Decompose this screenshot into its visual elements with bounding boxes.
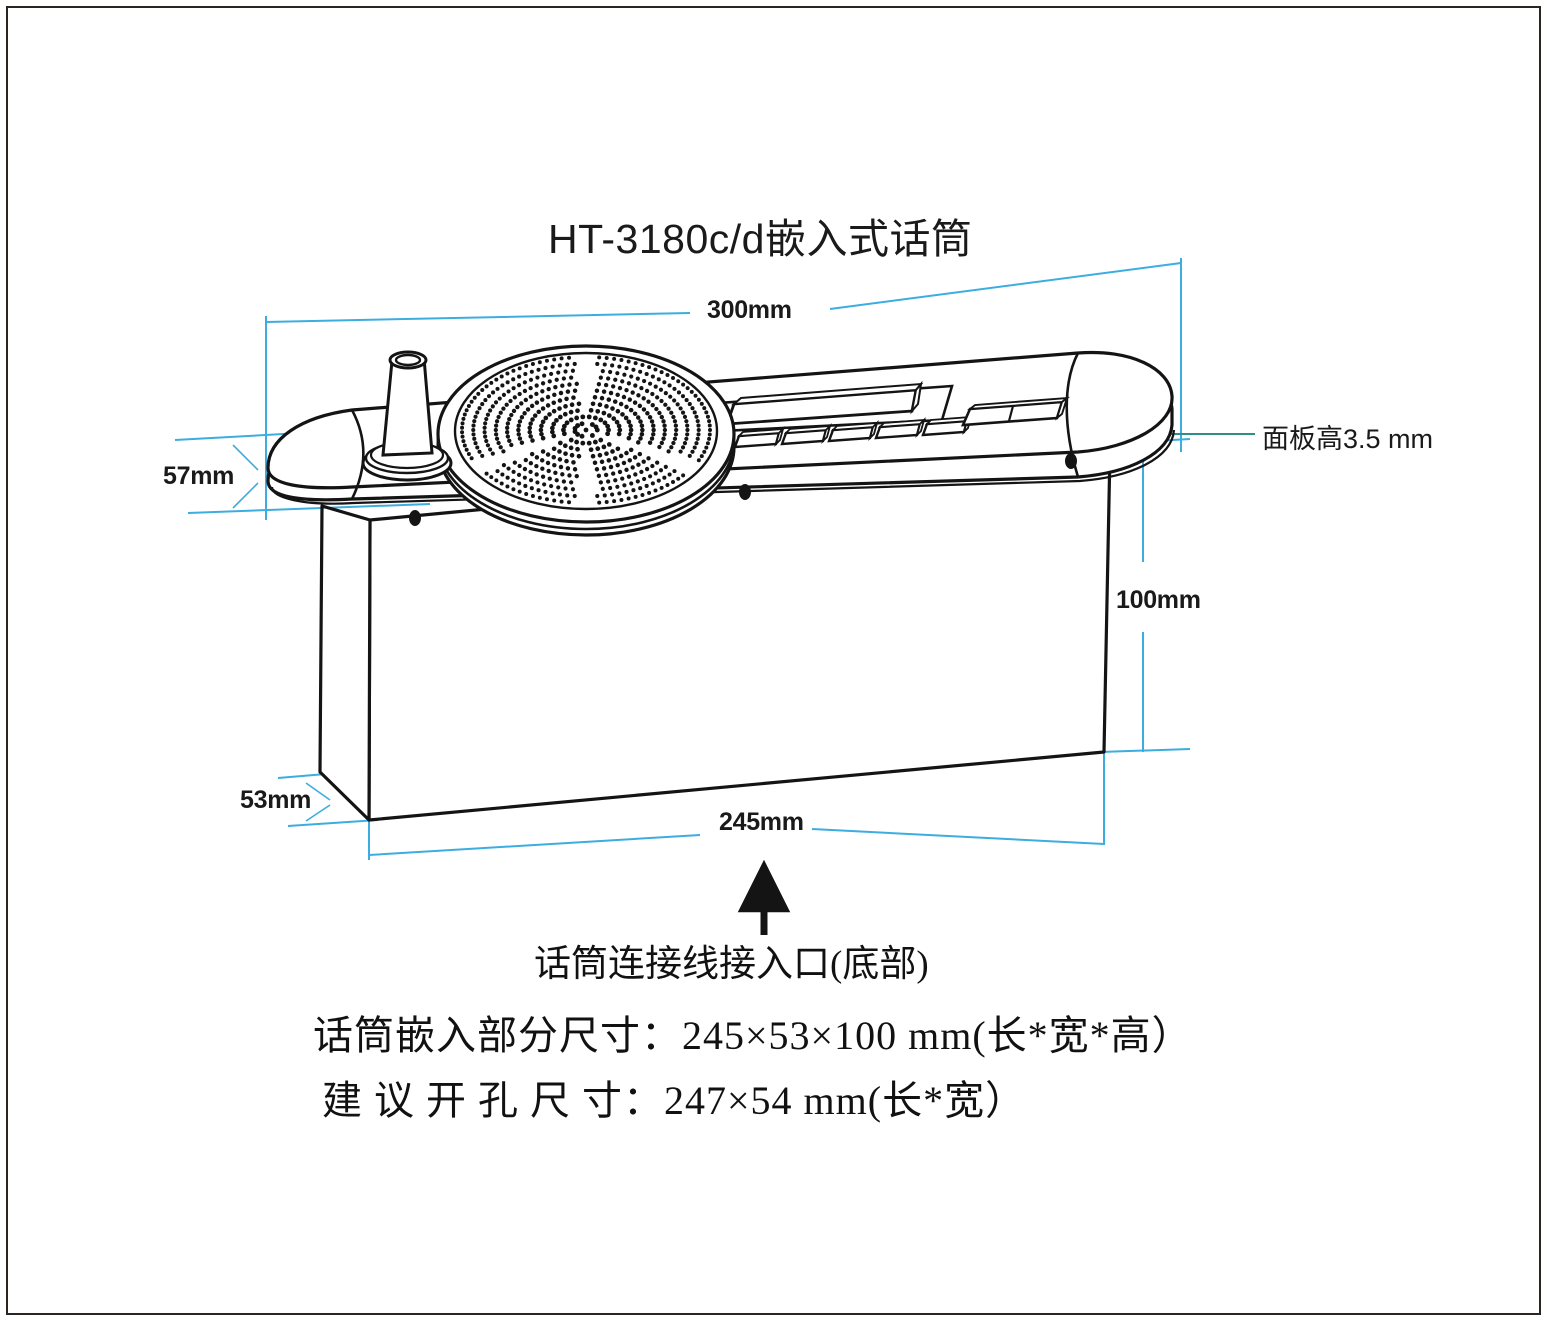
button-1[interactable]	[733, 425, 786, 449]
screw-right	[1065, 453, 1077, 469]
large-button-pair[interactable]	[960, 395, 1070, 427]
panel-screws	[409, 453, 1077, 526]
button-5[interactable]	[921, 413, 974, 437]
control-panel-plate	[699, 384, 954, 434]
dimension-label-width-top: 300mm	[707, 296, 792, 324]
callout-panel-height: 面板高3.5 mm	[1262, 424, 1434, 454]
dimension-lines	[174, 258, 1191, 860]
page-title: HT-3180c/d嵌入式话筒	[548, 216, 973, 262]
button-3[interactable]	[827, 419, 880, 443]
panel-seams	[350, 352, 1080, 500]
note-cutout-size: 建 议 开 孔 尺 寸：247×54 mm(长*宽）	[322, 1078, 1027, 1123]
button-4[interactable]	[874, 416, 927, 440]
lcd-display	[724, 380, 924, 426]
screw-left	[409, 510, 421, 526]
dimension-label-depth-bottom: 53mm	[240, 786, 312, 814]
speaker-grille	[436, 344, 736, 537]
control-buttons[interactable]	[733, 413, 974, 449]
button-2[interactable]	[780, 422, 833, 446]
screw-center	[739, 484, 751, 500]
front-panel	[266, 350, 1176, 505]
dimension-label-width-bottom: 245mm	[719, 808, 804, 836]
note-embedded-size: 话筒嵌入部分尺寸：245×53×100 mm(长*宽*高）	[313, 1013, 1193, 1058]
grille-perforations	[460, 355, 712, 505]
embedded-body	[318, 448, 1112, 822]
microphone-socket	[361, 350, 453, 482]
dimension-label-height-right: 100mm	[1116, 586, 1201, 614]
dimension-label-depth-left: 57mm	[163, 462, 235, 490]
cable-entry-note: 话筒连接线接入口(底部)	[534, 944, 929, 985]
